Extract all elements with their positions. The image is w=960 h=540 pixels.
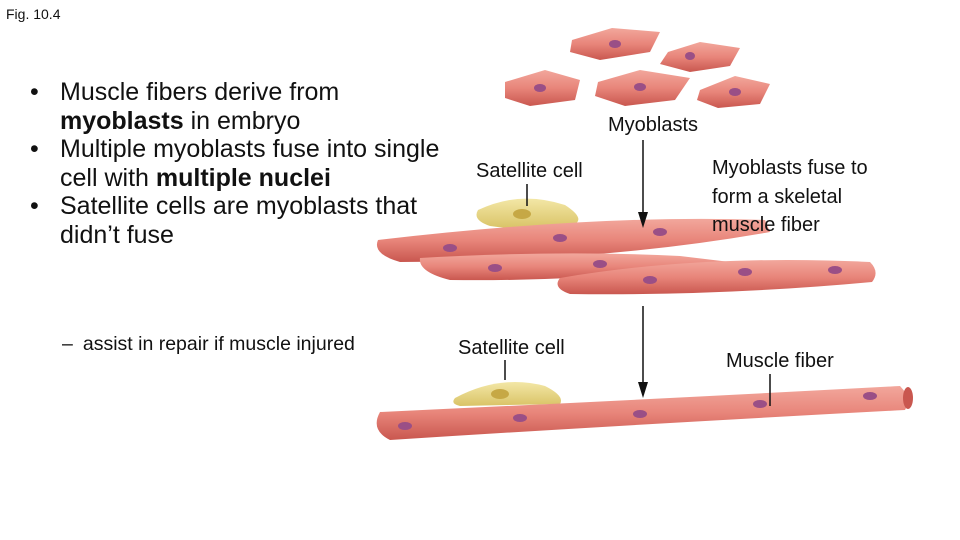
fusing-fiber-2 bbox=[419, 253, 730, 281]
satellite-cell-top bbox=[476, 198, 579, 229]
myoblast-cell-1 bbox=[570, 28, 660, 60]
muscle-fiber bbox=[376, 386, 913, 440]
bullet-dot: • bbox=[30, 78, 39, 106]
myoblast-cell-3 bbox=[505, 70, 580, 106]
figure-label: Fig. 10.4 bbox=[6, 6, 61, 22]
bullet-item: • Muscle fibers derive from myoblasts in… bbox=[28, 78, 448, 135]
satellite-cell-label-top: Satellite cell bbox=[476, 160, 583, 182]
bullet-dot: • bbox=[30, 135, 39, 163]
fusing-fiber-1 bbox=[376, 218, 770, 262]
bullet-text-1-b: in embryo bbox=[183, 106, 301, 135]
myoblasts-label: Myoblasts bbox=[608, 114, 699, 136]
bullet-text-2-a: Multiple myoblasts fuse into single cell… bbox=[60, 135, 440, 192]
bullet-text-1-a: Muscle fibers derive from bbox=[60, 78, 340, 106]
sub-bullet-text: assist in repair if muscle injured bbox=[82, 333, 355, 355]
myoblast-cell-5 bbox=[697, 76, 770, 108]
muscle-fiber-label: Muscle fiber bbox=[726, 350, 834, 372]
satellite-cell-label-bottom: Satellite cell bbox=[458, 337, 565, 359]
bullet-item: • Satellite cells are myoblasts that did… bbox=[28, 192, 448, 249]
bullet-list: • Muscle fibers derive from myoblasts in… bbox=[28, 78, 448, 249]
satellite-cell-bottom bbox=[453, 382, 561, 406]
bullet-text-1-bold: myoblasts bbox=[60, 106, 184, 135]
sub-bullet-dash: – bbox=[62, 333, 73, 355]
myoblast-cell-4 bbox=[595, 70, 690, 106]
bullet-dot: • bbox=[30, 192, 39, 220]
myoblasts-fuse-label: Myoblasts fuse to form a skeletal muscle… bbox=[712, 157, 868, 236]
fusing-fiber-3 bbox=[557, 260, 876, 295]
sub-bullet: –assist in repair if muscle injured bbox=[62, 333, 355, 356]
arrow-fusion-to-fiber bbox=[638, 306, 648, 398]
bullet-text-3: Satellite cells are myoblasts that didn’… bbox=[60, 192, 418, 249]
bullet-text-2-bold: multiple nuclei bbox=[155, 163, 331, 192]
myoblast-cell-2 bbox=[660, 42, 740, 72]
arrow-myoblasts-to-fusion bbox=[638, 140, 648, 228]
bullet-item: • Multiple myoblasts fuse into single ce… bbox=[28, 135, 448, 192]
